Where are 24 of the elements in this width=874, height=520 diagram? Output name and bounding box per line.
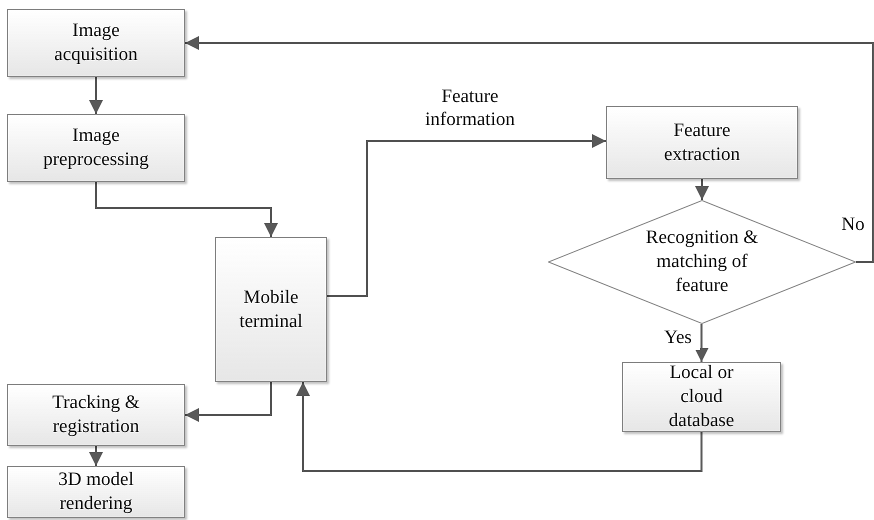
arrow [694,324,708,362]
node-label: 3D model rendering [57,468,135,516]
node-label: Mobile terminal [238,286,304,334]
arrow [185,36,874,263]
process-box [606,106,798,179]
arrow [296,382,702,472]
arrow [695,179,709,200]
node-label: Image preprocessing [42,124,150,172]
node-label: Recognition & matching of feature [644,226,760,298]
process-box [622,362,781,432]
node-label: Tracking & registration [51,391,141,439]
node-label: Feature extraction [663,118,741,166]
process-box [7,384,185,446]
arrow [89,77,103,114]
process-box [7,114,185,182]
process-box [7,466,185,518]
arrow [185,382,272,422]
arrow [327,134,606,297]
arrow [95,182,278,237]
node-label: Image acquisition [53,19,139,67]
arrow [89,446,103,466]
node-label: Local or cloud database [668,361,736,433]
process-box [7,9,185,77]
process-box [215,237,327,382]
